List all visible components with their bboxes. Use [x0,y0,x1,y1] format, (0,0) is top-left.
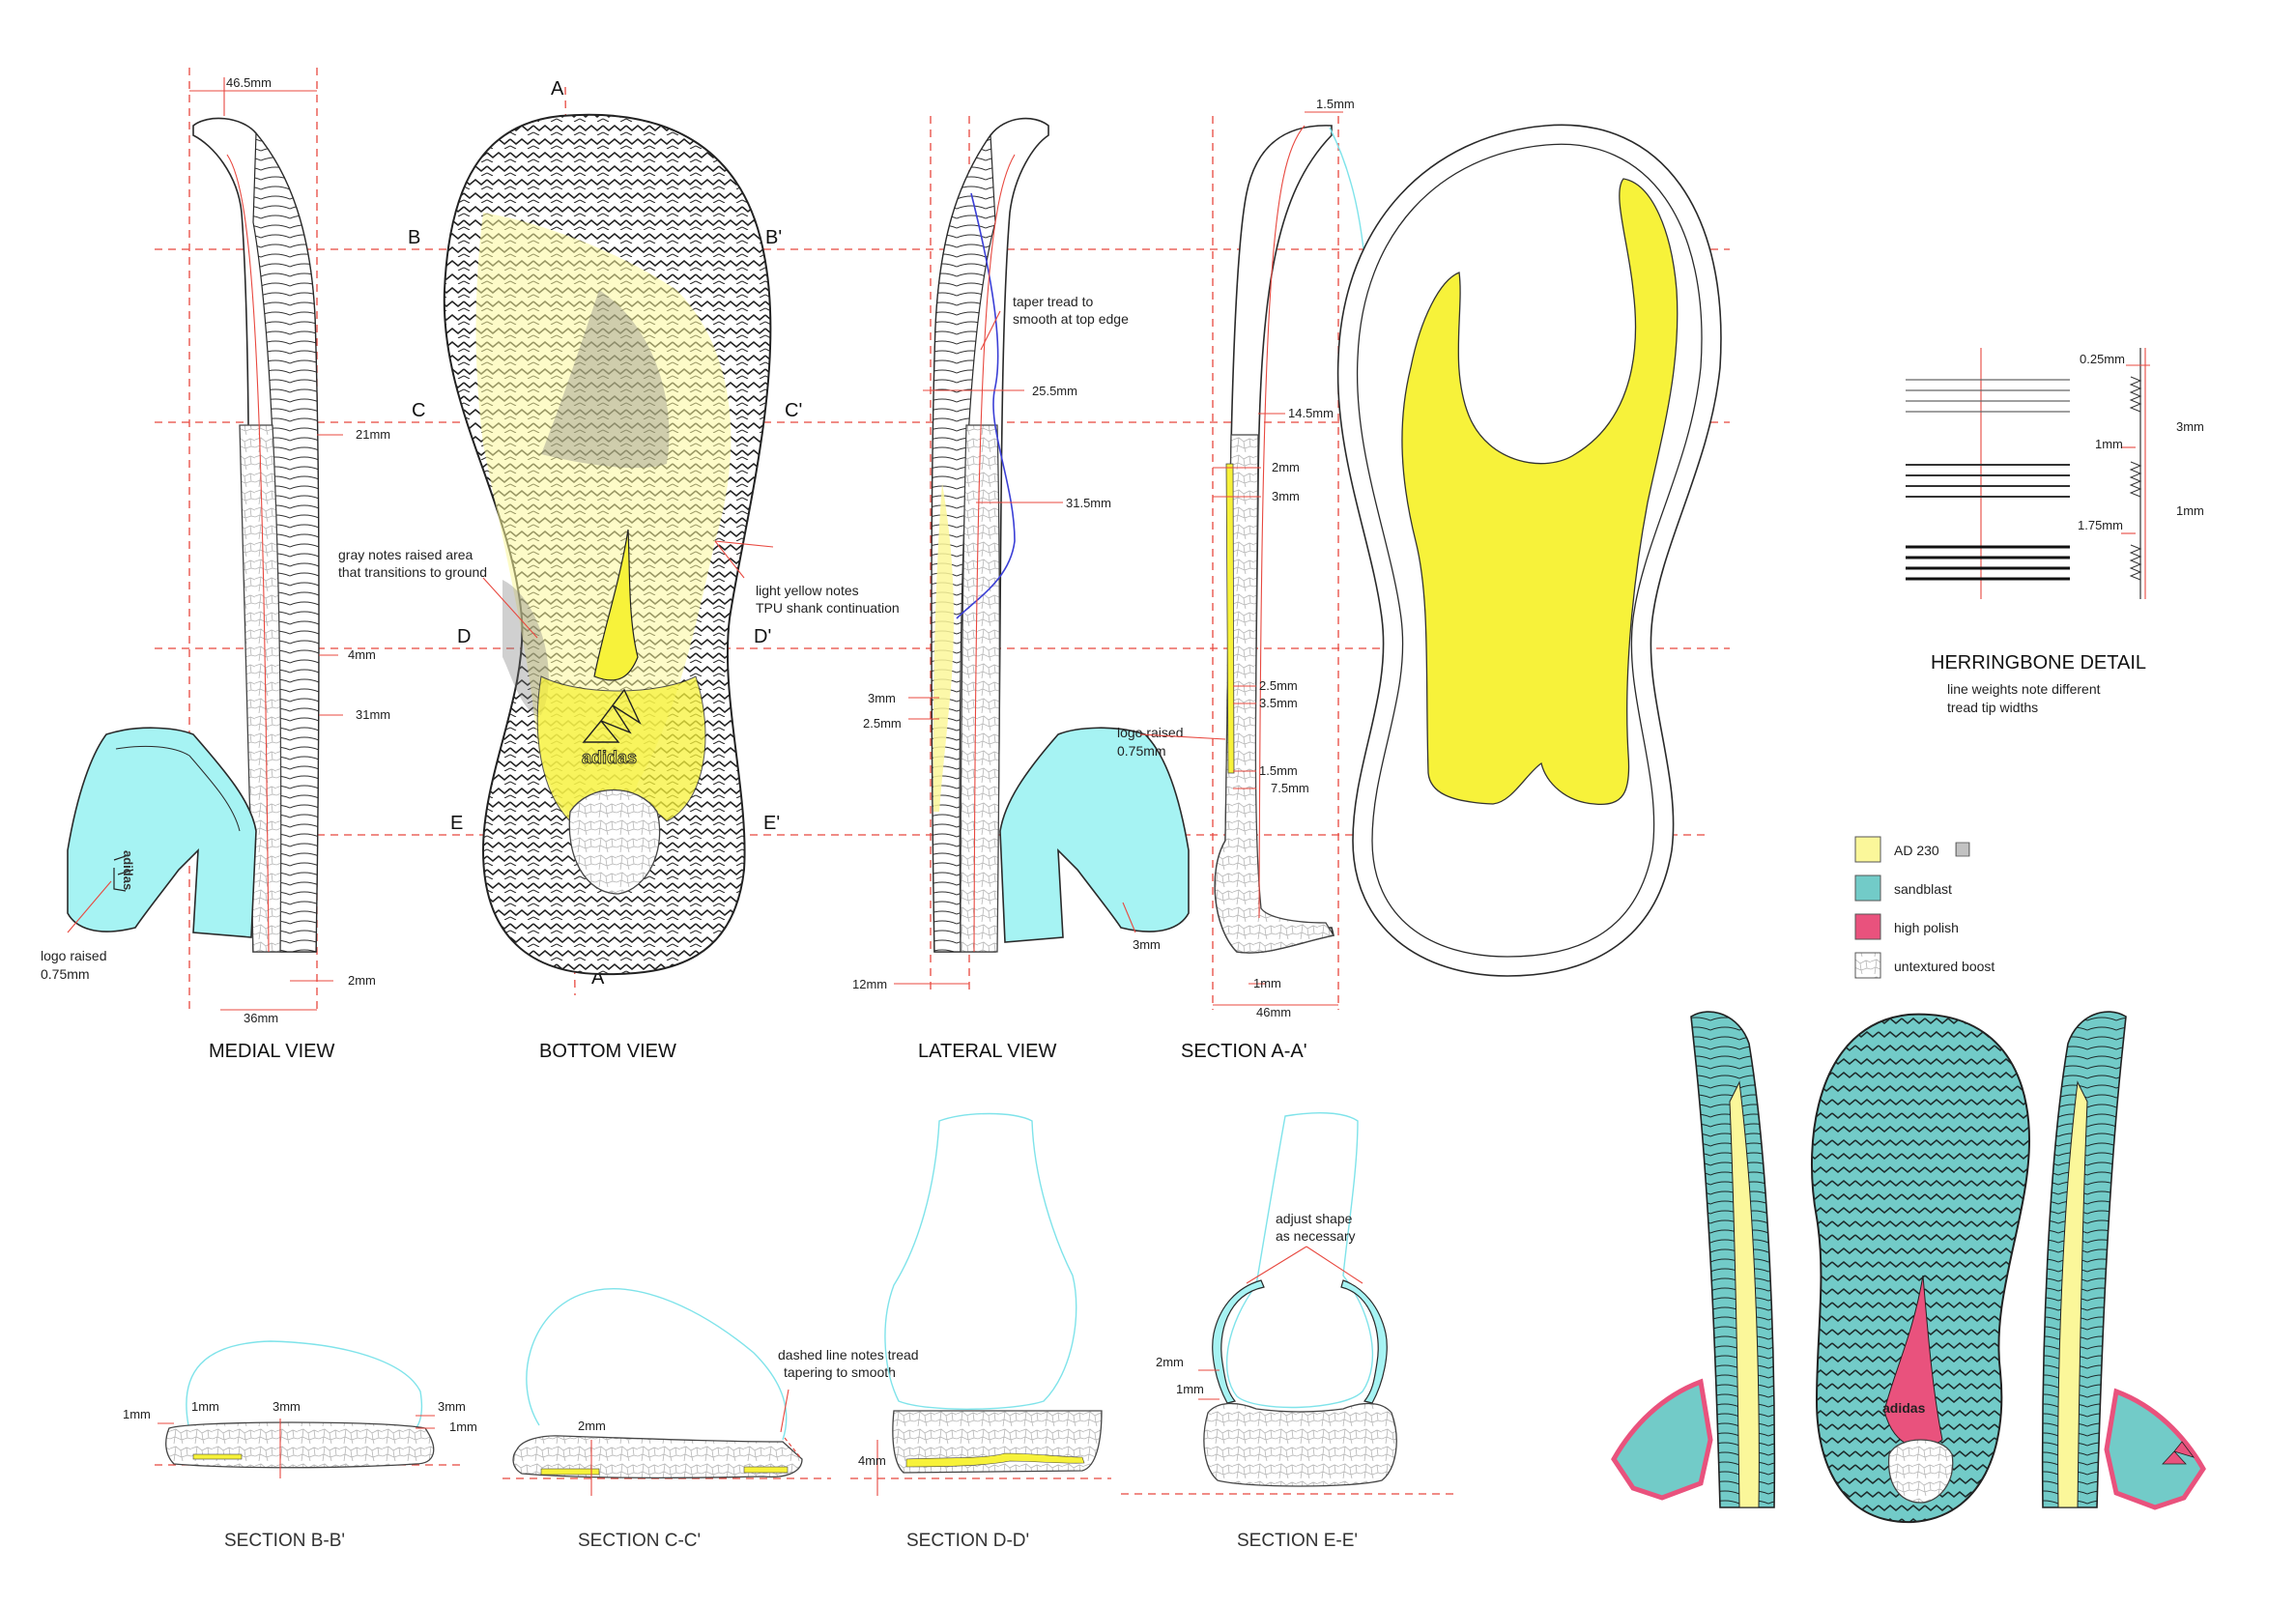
color-render-medial [1611,1011,1776,1508]
herringbone-title: HERRINGBONE DETAIL [1931,652,2146,674]
cc-note-line2: tapering to smooth [784,1364,896,1380]
bottom-brand-text: adidas [582,748,637,767]
section-ee [1121,1112,1459,1495]
lateral-view [894,116,1190,995]
medial-view-title: MEDIAL VIEW [209,1041,335,1062]
herringbone-note-line2: tread tip widths [1947,700,2038,715]
section-dd-title: SECTION D-D' [906,1531,1029,1551]
yellow-note-line1: light yellow notes [756,583,859,598]
section-ee-title: SECTION E-E' [1237,1531,1358,1551]
medial-logo-note-line1: logo raised [41,948,107,963]
lateral-dim-31-5: 31.5mm [1066,496,1111,510]
bottom-view: adidas [443,113,774,976]
legend-swatch-ad230 [1854,836,1881,863]
section-bb-title: SECTION B-B' [224,1531,345,1551]
lateral-dim-12: 12mm [852,977,887,991]
medial-logo-note-line2: 0.75mm [41,966,90,982]
hb-dim-3: 3mm [2176,419,2204,434]
aa-dim-1-5-top: 1.5mm [1316,97,1355,111]
lateral-dim-3: 3mm [868,691,896,705]
herringbone-detail [1906,348,2150,599]
hb-dim-1-75: 1.75mm [2078,518,2123,532]
legend-label-sandblast: sandblast [1894,881,1952,897]
cut-label-c: C [412,400,425,421]
color-render-brand: adidas [1882,1400,1926,1416]
cc-dim-2: 2mm [578,1419,606,1433]
medial-logo-brand: adidas [121,850,135,890]
medial-dim-31: 31mm [356,707,390,722]
medial-dim-4: 4mm [348,647,376,662]
hb-dim-1a: 1mm [2095,437,2123,451]
lateral-view-title: LATERAL VIEW [918,1041,1056,1062]
bb-dim-3-right: 3mm [438,1399,466,1414]
aa-dim-7-5: 7.5mm [1271,781,1309,795]
gray-note-line2: that transitions to ground [338,564,487,580]
aa-dim-14-5: 14.5mm [1288,406,1334,420]
hb-dim-1b: 1mm [2176,503,2204,518]
cut-label-b: B [408,227,420,248]
aa-dim-3: 3mm [1272,489,1300,503]
color-render-lateral [2041,1011,2206,1510]
cut-label-e: E [450,813,463,834]
ee-note-line2: as necessary [1276,1228,1355,1244]
aa-dim-2-5: 2.5mm [1259,678,1298,693]
taper-note-line2: smooth at top edge [1013,311,1129,327]
color-render-bottom: adidas [1810,1013,2031,1524]
aa-dim-1: 1mm [1253,976,1281,990]
lateral-dim-25-5: 25.5mm [1032,384,1077,398]
legend-label-ad230: AD 230 [1894,843,1939,858]
bb-dim-3: 3mm [273,1399,301,1414]
cut-label-d-prime: D' [754,626,771,647]
section-aa-title: SECTION A-A' [1181,1041,1307,1062]
yellow-note-line2: TPU shank continuation [756,600,900,616]
medial-dim-21: 21mm [356,427,390,442]
lateral-dim-3b: 3mm [1133,937,1161,952]
bb-dim-1-left: 1mm [123,1407,151,1421]
taper-note-line1: taper tread to [1013,294,1093,309]
legend-label-boost: untextured boost [1894,959,1995,974]
ee-dim-1: 1mm [1176,1382,1204,1396]
ee-dim-2: 2mm [1156,1355,1184,1369]
material-legend: AD 230 sandblast high polish untextured … [1854,836,1995,979]
aa-dim-46: 46mm [1256,1005,1291,1019]
cut-label-b-prime: B' [765,227,782,248]
aa-dim-2: 2mm [1272,460,1300,474]
section-bb [155,1340,464,1478]
section-cc-title: SECTION C-C' [578,1531,701,1551]
lateral-logo-note-line2: 0.75mm [1117,743,1166,759]
legend-label-high-polish: high polish [1894,920,1959,935]
cut-label-e-prime: E' [763,813,780,834]
herringbone-note-line1: line weights note different [1947,681,2101,697]
medial-view: adidas [67,68,343,1015]
section-cc [502,1288,831,1496]
aa-dim-1-5: 1.5mm [1259,763,1298,778]
hb-dim-0-25: 0.25mm [2080,352,2125,366]
lateral-logo-note-line1: logo raised [1117,725,1184,740]
aa-dim-3-5: 3.5mm [1259,696,1298,710]
dd-dim-4: 4mm [858,1453,886,1468]
medial-dim-36: 36mm [244,1011,278,1025]
legend-swatch-high-polish [1854,913,1881,940]
legend-swatch-sandblast [1854,875,1881,902]
medial-dim-2: 2mm [348,973,376,988]
legend-swatch-boost [1854,952,1881,979]
medial-dim-top-width: 46.5mm [226,75,272,90]
section-aa [1139,111,1605,1010]
lateral-dim-2-5: 2.5mm [863,716,902,731]
bb-dim-1: 1mm [191,1399,219,1414]
gray-note-line1: gray notes raised area [338,547,474,562]
hatch-icon [1955,842,1970,857]
bottom-view-title: BOTTOM VIEW [539,1041,676,1062]
bb-dim-1-right: 1mm [449,1420,477,1434]
section-dd [850,1112,1111,1496]
cc-note-line1: dashed line notes tread [778,1347,919,1362]
cut-label-c-prime: C' [785,400,802,421]
sole-outline-top [1336,124,1722,977]
cut-label-d: D [457,626,471,647]
cut-label-a: A [551,78,564,100]
ee-note-line1: adjust shape [1276,1211,1353,1226]
